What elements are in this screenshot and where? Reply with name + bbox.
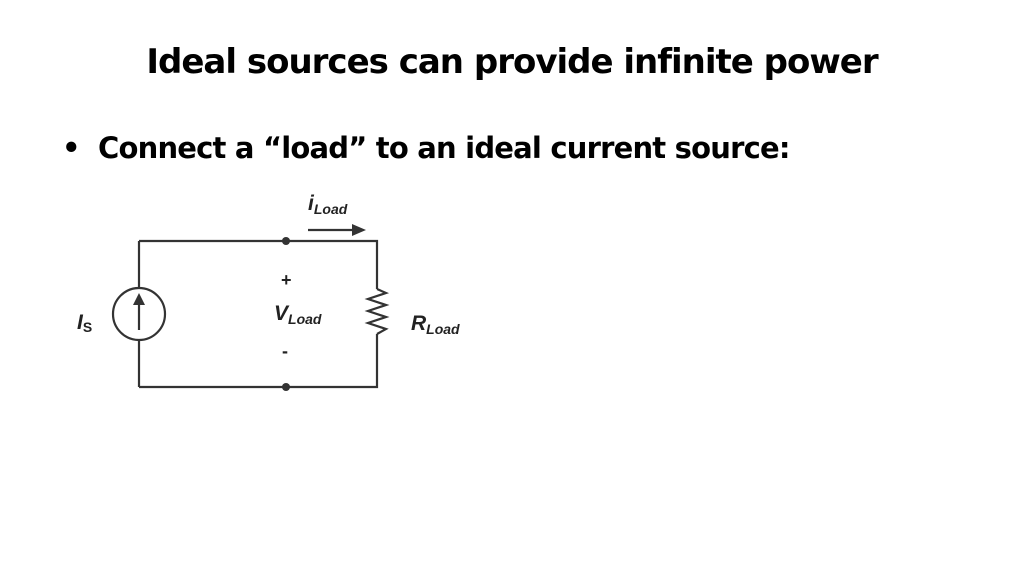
- voltage-label-main: V: [274, 302, 290, 325]
- top-node: [282, 237, 290, 245]
- voltage-label-sub: Load: [288, 311, 322, 327]
- voltage-minus: -: [282, 341, 288, 361]
- bottom-node: [282, 383, 290, 391]
- voltage-plus: +: [281, 270, 292, 290]
- source-arrow-head-icon: [133, 293, 145, 305]
- resistor-icon: [364, 287, 390, 335]
- voltage-label: VLoad: [274, 302, 322, 327]
- current-label: iLoad: [308, 192, 348, 217]
- resistor-label-sub: Load: [426, 321, 460, 337]
- bullet-text: Connect a “load” to an ideal current sou…: [98, 131, 790, 165]
- slide-title: Ideal sources can provide infinite power: [146, 42, 878, 82]
- current-label-sub: Load: [314, 201, 348, 217]
- resistor-label: RLoad: [411, 312, 460, 337]
- source-label-sub: S: [83, 319, 92, 335]
- bottom-wire: [139, 334, 379, 389]
- source-label: IS: [77, 311, 92, 335]
- bullet-marker: •: [62, 131, 81, 165]
- resistor-label-main: R: [411, 312, 427, 335]
- current-arrow-head-icon: [352, 224, 366, 236]
- current-source-icon: [111, 286, 167, 342]
- current-label-main: i: [308, 192, 315, 215]
- source-label-main: I: [77, 311, 84, 334]
- bullet-item: • Connect a “load” to an ideal current s…: [62, 126, 790, 170]
- top-wire: [139, 239, 379, 289]
